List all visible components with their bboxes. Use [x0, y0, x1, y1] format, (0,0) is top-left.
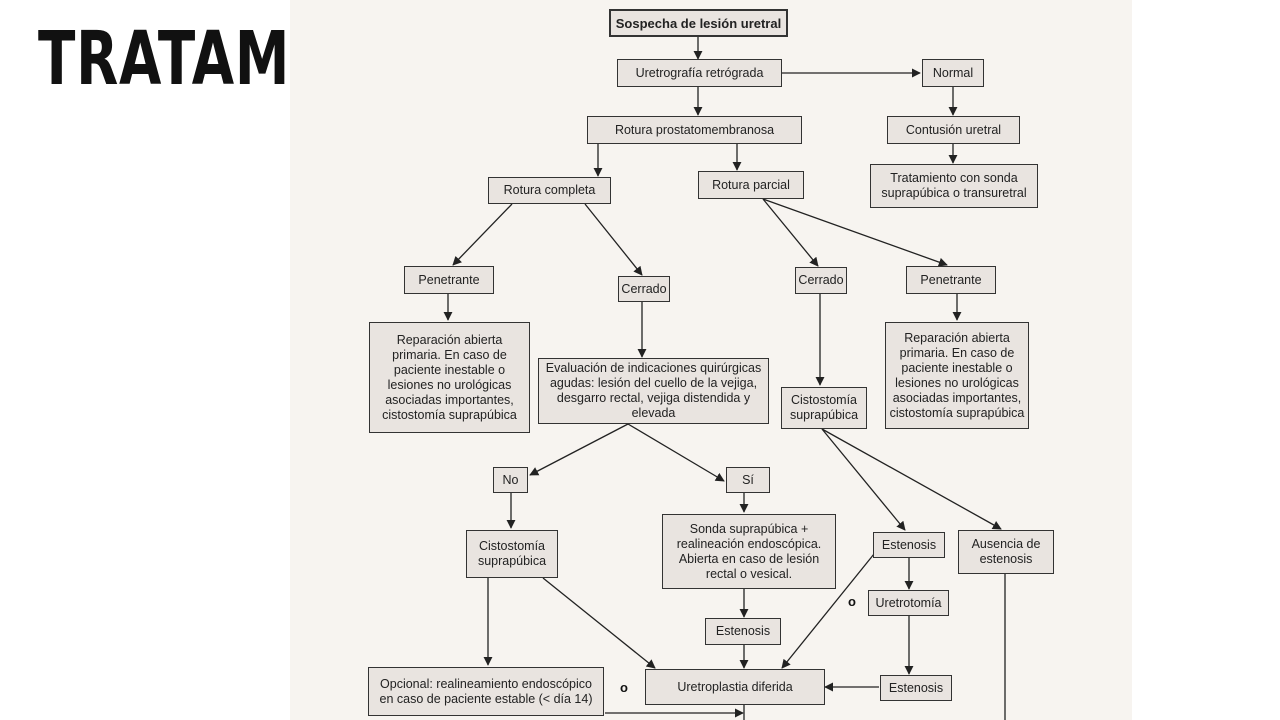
- node-normal: Normal: [922, 59, 984, 87]
- edge-evaluacion-no: [529, 423, 629, 476]
- edge-estenosisright-uretroplastia: [781, 553, 875, 669]
- node-si: Sí: [726, 467, 770, 493]
- node-tratamiento-sonda: Tratamiento con sonda suprapúbica o tran…: [870, 164, 1038, 208]
- edge-cistostomia-estenosis: [821, 428, 906, 531]
- edge-cistostomia-uretroplastia: [542, 577, 656, 669]
- node-evaluacion-indicaciones: Evaluación de indicaciones quirúrgicas a…: [538, 358, 769, 424]
- node-rotura-prostatomembranosa: Rotura prostatomembranosa: [587, 116, 802, 144]
- node-reparacion-left: Reparación abierta primaria. En caso de …: [369, 322, 530, 433]
- node-penetrante-right: Penetrante: [906, 266, 996, 294]
- edge-completa-penetrante: [452, 203, 513, 266]
- node-no: No: [493, 467, 528, 493]
- connector-o-uretrotomia: o: [848, 594, 856, 609]
- node-estenosis-bottom: Estenosis: [880, 675, 952, 701]
- node-contusion-uretral: Contusión uretral: [887, 116, 1020, 144]
- node-estenosis-right: Estenosis: [873, 532, 945, 558]
- edge-cistostomia-ausencia: [821, 428, 1002, 530]
- edge-parcial-cerrado: [762, 198, 819, 267]
- node-rotura-completa: Rotura completa: [488, 177, 611, 204]
- node-cerrado-left: Cerrado: [618, 276, 670, 302]
- edge-evaluacion-si: [627, 423, 725, 482]
- node-estenosis-mid: Estenosis: [705, 618, 781, 645]
- node-reparacion-right: Reparación abierta primaria. En caso de …: [885, 322, 1029, 429]
- node-penetrante-left: Penetrante: [404, 266, 494, 294]
- node-cistostomia-right: Cistostomía suprapúbica: [781, 387, 867, 429]
- node-uretrografia-retrograda: Uretrografía retrógrada: [617, 59, 782, 87]
- edge-completa-cerrado: [584, 203, 643, 276]
- node-ausencia-estenosis: Ausencia de estenosis: [958, 530, 1054, 574]
- node-uretroplastia-diferida: Uretroplastia diferida: [645, 669, 825, 705]
- node-sonda-realineacion: Sonda suprapúbica + realineación endoscó…: [662, 514, 836, 589]
- node-rotura-parcial: Rotura parcial: [698, 171, 804, 199]
- node-opcional-realineamiento: Opcional: realineamiento endoscópico en …: [368, 667, 604, 716]
- node-uretrotomia: Uretrotomía: [868, 590, 949, 616]
- connector-o-uretroplastia: o: [620, 680, 628, 695]
- edge-parcial-penetrante: [762, 198, 948, 267]
- node-cerrado-right: Cerrado: [795, 267, 847, 294]
- node-sospecha-lesion-uretral: Sospecha de lesión uretral: [609, 9, 788, 37]
- node-cistostomia-left: Cistostomía suprapúbica: [466, 530, 558, 578]
